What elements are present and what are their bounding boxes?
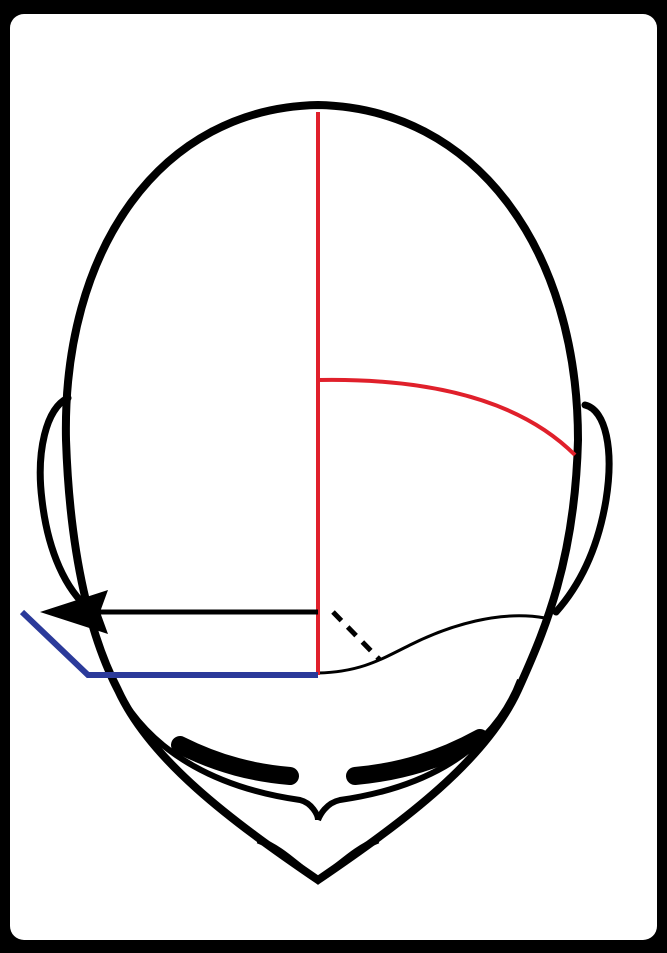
right-ear (556, 405, 609, 612)
wavy-section-line (318, 616, 545, 673)
brow-left (180, 745, 290, 776)
inner-curve-right (318, 680, 520, 820)
head-outline (66, 105, 578, 880)
chin-point (258, 840, 378, 880)
blue-base-line (22, 612, 318, 675)
head-diagram (10, 14, 657, 940)
red-curve-right (318, 380, 575, 455)
diagram-canvas (10, 14, 657, 940)
dashed-diagonal (333, 612, 380, 660)
